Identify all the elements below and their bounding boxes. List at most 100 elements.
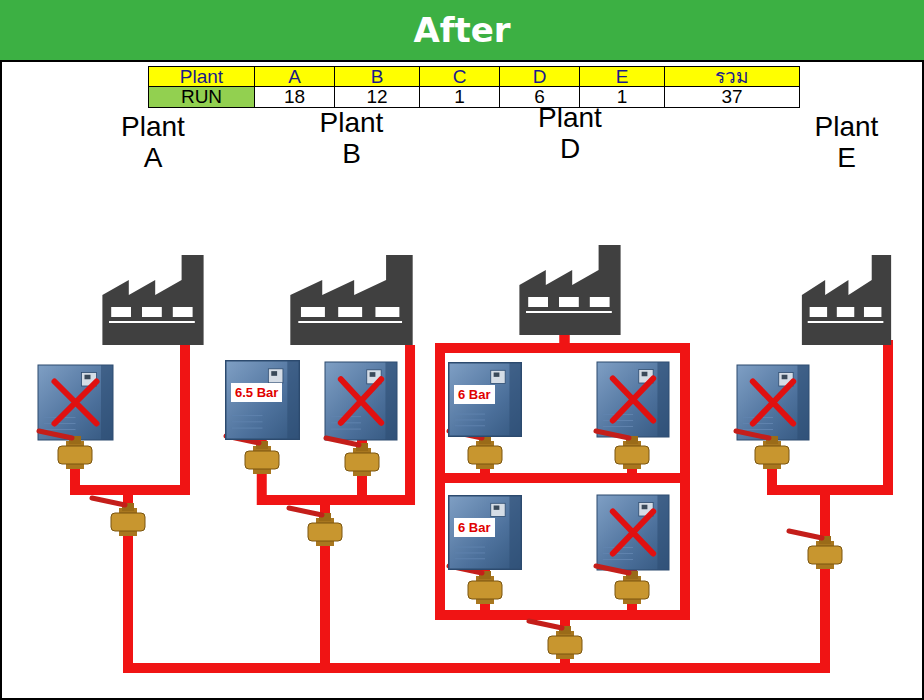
compressor-off — [597, 362, 669, 437]
pressure-label: 6 Bar — [454, 518, 495, 537]
plant-name: Plant B — [312, 108, 392, 170]
cross-mark — [613, 512, 653, 554]
control-panel — [491, 370, 505, 383]
table-cell: 18 — [254, 86, 335, 108]
display — [370, 372, 376, 377]
vent-line — [331, 422, 361, 423]
compressor-side — [657, 362, 669, 437]
table-cell: 1 — [419, 86, 500, 108]
compressor-off — [325, 362, 397, 440]
vent-line — [455, 419, 485, 420]
plant-name: Plant D — [530, 103, 610, 165]
ball-valve — [789, 531, 842, 569]
compressor-body — [597, 362, 669, 437]
display — [782, 375, 788, 380]
factory-icon — [285, 235, 418, 345]
vent-line — [44, 423, 76, 424]
cross-mark — [341, 379, 381, 423]
table-cell: D — [499, 66, 580, 87]
control-panel — [268, 369, 283, 383]
pipe — [820, 490, 830, 668]
cross-mark — [55, 382, 97, 424]
table-cell: B — [334, 66, 420, 87]
title-bar: After — [0, 0, 924, 62]
plant-building: Plant A — [98, 112, 208, 345]
vent-line — [232, 415, 263, 416]
compressor-body — [737, 365, 809, 440]
ball-valve — [92, 498, 145, 536]
display — [642, 372, 648, 377]
vent-line — [44, 429, 76, 430]
ball-valve — [529, 621, 582, 659]
factory-icon — [98, 235, 208, 345]
compressor-body — [597, 495, 669, 570]
table-cell: 37 — [664, 86, 800, 108]
cross-mark — [613, 379, 653, 421]
table-cell: A — [254, 66, 335, 87]
pressure-label: 6 Bar — [454, 385, 495, 404]
title: After — [413, 10, 510, 50]
table-cell: E — [579, 66, 665, 87]
vent-line — [603, 559, 633, 560]
air-pipe — [440, 335, 565, 615]
ball-valve — [39, 431, 92, 469]
display — [642, 505, 648, 510]
compressor-side — [657, 495, 669, 570]
display — [85, 375, 91, 380]
vent-line — [455, 558, 485, 559]
ball-valve — [596, 431, 649, 469]
vent-line — [743, 423, 773, 424]
vent-line — [455, 552, 485, 553]
table-cell: รวม — [664, 66, 800, 87]
vent-line — [603, 553, 633, 554]
table-cell: Plant — [148, 66, 255, 87]
vent-line — [232, 428, 263, 429]
plant-building: Plant D — [515, 103, 625, 335]
compressor-body — [38, 365, 113, 440]
vent-line — [455, 425, 485, 426]
display — [494, 505, 500, 509]
compressor-side — [797, 365, 809, 440]
compressor-side — [509, 363, 521, 436]
ball-valve — [596, 566, 649, 604]
vent-line — [603, 420, 633, 421]
main-pipe — [128, 490, 825, 668]
compressor-side — [385, 362, 397, 440]
compressor-running: 6 Bar — [448, 362, 522, 437]
vent-line — [331, 429, 361, 430]
cross-mark — [753, 382, 793, 424]
vent-line — [455, 547, 485, 548]
ball-valve — [449, 566, 502, 604]
display — [494, 372, 500, 376]
ball-valve — [226, 436, 279, 474]
vent-line — [232, 421, 263, 422]
compressor-side — [101, 365, 113, 440]
compressor-side — [287, 361, 299, 439]
pressure-label: 6.5 Bar — [231, 383, 282, 402]
ball-valve — [326, 438, 379, 476]
compressor-body — [449, 363, 521, 436]
compressor-side — [509, 496, 521, 569]
display — [271, 371, 277, 376]
factory-icon — [515, 225, 625, 335]
table-cell: RUN — [148, 86, 255, 108]
compressor-running: 6.5 Bar — [225, 360, 300, 440]
table-cell: 12 — [334, 86, 420, 108]
vent-line — [603, 426, 633, 427]
vent-line — [743, 429, 773, 430]
ball-valve — [736, 431, 789, 469]
factory-icon — [798, 235, 895, 345]
compressor-body — [325, 362, 397, 440]
compressor-body — [449, 496, 521, 569]
control-panel — [491, 503, 505, 516]
plant-name: Plant E — [807, 112, 887, 174]
table-cell: C — [419, 66, 500, 87]
compressor-off — [597, 495, 669, 570]
ball-valve — [289, 508, 342, 546]
vent-line — [455, 414, 485, 415]
plant-name: Plant A — [113, 112, 193, 174]
air-pipe — [440, 335, 565, 478]
compressor-off — [38, 365, 113, 440]
compressor-body — [226, 361, 299, 439]
